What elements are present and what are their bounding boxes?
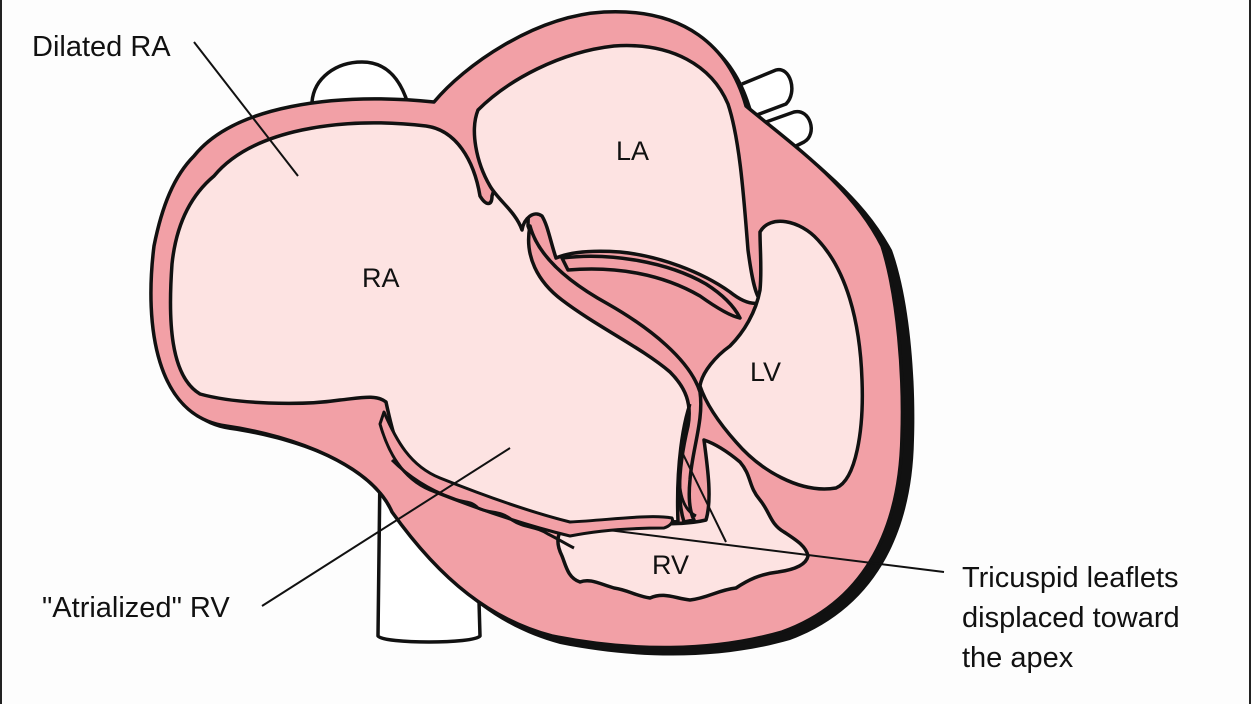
label-tricuspid-line3: the apex: [962, 642, 1074, 674]
atrialized-rv-wall: [390, 458, 575, 550]
atrialized-rv-leader: [261, 447, 511, 607]
mitral-leaflet-curve: [560, 254, 742, 320]
label-la: LA: [616, 136, 649, 166]
dilated-ra-leader: [193, 41, 299, 177]
label-ra: RA: [362, 263, 400, 293]
label-tricuspid-line2: displaced toward: [962, 602, 1180, 634]
left-atrium-chamber: [472, 43, 764, 305]
label-dilated-ra: Dilated RA: [32, 31, 171, 63]
tricuspid-leader-2: [681, 451, 727, 543]
label-rv: RV: [652, 550, 689, 580]
tricuspid-leader-1: [607, 529, 945, 573]
left-ventricle-chamber: [698, 219, 865, 491]
interventricular-septum: [526, 224, 703, 524]
label-tricuspid-line1: Tricuspid leaflets: [962, 562, 1179, 594]
pulmonary-vein-upper: [741, 68, 794, 118]
septal-leaflet: [678, 403, 697, 518]
leader-lines: [193, 41, 945, 607]
label-lv: LV: [750, 357, 781, 387]
functional-right-ventricle: [556, 438, 810, 602]
label-atrialized-rv: "Atrialized" RV: [42, 592, 230, 624]
